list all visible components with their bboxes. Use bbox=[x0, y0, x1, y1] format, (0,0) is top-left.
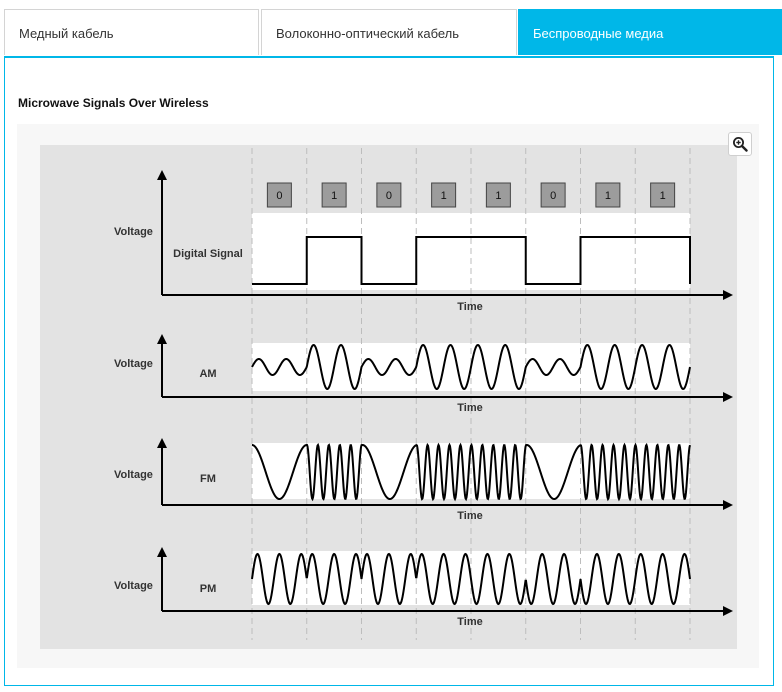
fm-waveform bbox=[251, 442, 691, 502]
y-axis-label: Voltage bbox=[114, 358, 153, 370]
bit-value: 1 bbox=[605, 190, 611, 202]
bit-box bbox=[431, 182, 457, 208]
tab-fiber-optic-cable[interactable]: Волоконно-оптический кабель bbox=[261, 9, 517, 55]
bit-value: 0 bbox=[550, 190, 556, 202]
y-axis-arrow bbox=[157, 438, 167, 448]
tab-label: Беспроводные медиа bbox=[533, 26, 664, 41]
bit-value: 0 bbox=[386, 190, 392, 202]
signal-name-label: Digital Signal bbox=[173, 248, 243, 260]
tab-copper-cable[interactable]: Медный кабель bbox=[4, 9, 259, 55]
figure-title: Microwave Signals Over Wireless bbox=[18, 96, 209, 110]
bit-box bbox=[321, 182, 347, 208]
x-axis-arrow bbox=[723, 290, 733, 300]
pm-waveform bbox=[251, 552, 691, 606]
digital-signal-waveform bbox=[252, 236, 691, 285]
signal-name-label: AM bbox=[199, 368, 216, 380]
y-axis-arrow bbox=[157, 170, 167, 180]
am-waveform bbox=[251, 343, 691, 391]
x-axis-label: Time bbox=[457, 616, 482, 628]
bit-box bbox=[540, 182, 566, 208]
bit-box bbox=[266, 182, 292, 208]
bit-box bbox=[650, 182, 676, 208]
signal-name-label: FM bbox=[200, 473, 216, 485]
y-axis-arrow bbox=[157, 547, 167, 557]
signal-name-label: PM bbox=[200, 583, 217, 595]
x-axis-label: Time bbox=[457, 301, 482, 313]
x-axis-arrow bbox=[723, 606, 733, 616]
y-axis-label: Voltage bbox=[114, 226, 153, 238]
x-axis-arrow bbox=[723, 500, 733, 510]
bit-box bbox=[485, 182, 511, 208]
tab-wireless-media[interactable]: Беспроводные медиа bbox=[518, 9, 782, 55]
zoom-in-icon bbox=[733, 137, 748, 152]
bit-value: 1 bbox=[441, 190, 447, 202]
x-axis-label: Time bbox=[457, 510, 482, 522]
bit-value: 1 bbox=[660, 190, 666, 202]
y-axis-label: Voltage bbox=[114, 580, 153, 592]
bit-box bbox=[595, 182, 621, 208]
y-axis-label: Voltage bbox=[114, 469, 153, 481]
y-axis-arrow bbox=[157, 334, 167, 344]
bit-value: 0 bbox=[276, 190, 282, 202]
tab-label: Медный кабель bbox=[19, 26, 114, 41]
bit-box bbox=[376, 182, 402, 208]
zoom-button[interactable] bbox=[728, 132, 752, 156]
media-tabs: Медный кабель Волоконно-оптический кабел… bbox=[4, 9, 782, 57]
bit-value: 1 bbox=[331, 190, 337, 202]
tab-label: Волоконно-оптический кабель bbox=[276, 26, 460, 41]
bit-value: 1 bbox=[495, 190, 501, 202]
x-axis-label: Time bbox=[457, 402, 482, 414]
x-axis-arrow bbox=[723, 392, 733, 402]
